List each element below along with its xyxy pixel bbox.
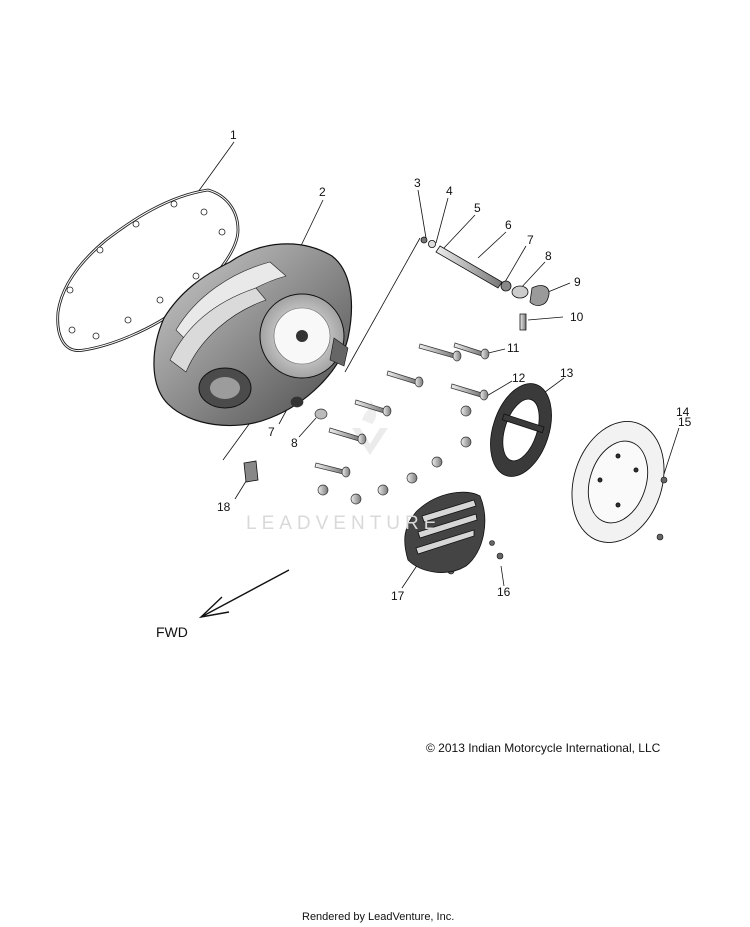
- fwd-label: FWD: [156, 624, 188, 640]
- callout-1: 1: [230, 128, 237, 142]
- callout-14: 14: [676, 405, 690, 419]
- dowel-block: [243, 460, 259, 483]
- callout-11: 11: [507, 341, 520, 355]
- callout-3: 3: [414, 176, 421, 190]
- callout-17: 17: [391, 589, 405, 603]
- leader-lines: [197, 141, 680, 589]
- copyright-notice: © 2013 Indian Motorcycle International, …: [426, 741, 661, 755]
- callout-5: 5: [474, 201, 481, 215]
- callout-7: 7: [527, 233, 534, 247]
- callout-18: 18: [217, 500, 231, 514]
- primary-cover: [153, 243, 353, 427]
- callout-7b: 7: [268, 425, 275, 439]
- callout-15: 15: [678, 415, 692, 429]
- finned-cover: [404, 491, 486, 573]
- derby-cover: [571, 421, 665, 543]
- fwd-arrow: [198, 569, 290, 619]
- cover-bolts: [290, 342, 490, 505]
- callout-4: 4: [446, 184, 453, 198]
- callout-16: 16: [497, 585, 511, 599]
- callout-8: 8: [545, 249, 552, 263]
- callout-8b: 8: [291, 436, 298, 450]
- callout-13: 13: [560, 366, 574, 380]
- callout-12: 12: [512, 371, 526, 385]
- callout-2: 2: [319, 185, 326, 199]
- watermark-text: LEADVENTURE: [246, 513, 442, 534]
- callout-9: 9: [574, 275, 581, 289]
- gasket-bolt-holes: [66, 200, 226, 340]
- rendered-by-credit: Rendered by LeadVenture, Inc.: [302, 911, 455, 923]
- callout-10: 10: [570, 310, 584, 324]
- callout-6: 6: [505, 218, 512, 232]
- inspection-gasket: [490, 383, 552, 477]
- clutch-shaft-assembly: [420, 236, 550, 331]
